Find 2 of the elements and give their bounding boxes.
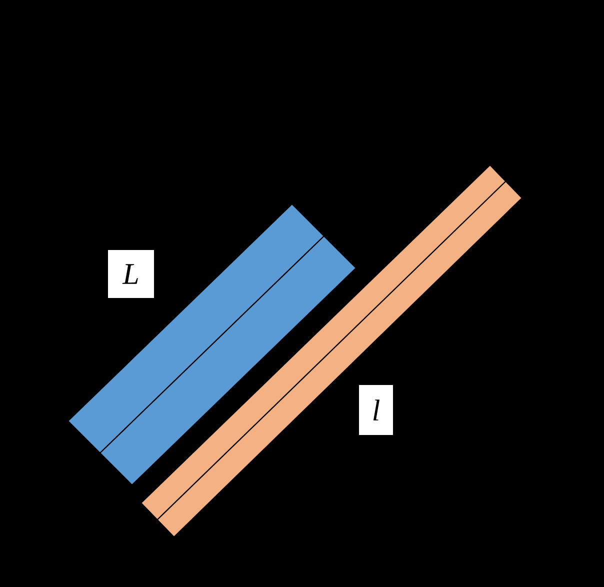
label: L <box>108 250 154 298</box>
label: l <box>359 385 393 435</box>
